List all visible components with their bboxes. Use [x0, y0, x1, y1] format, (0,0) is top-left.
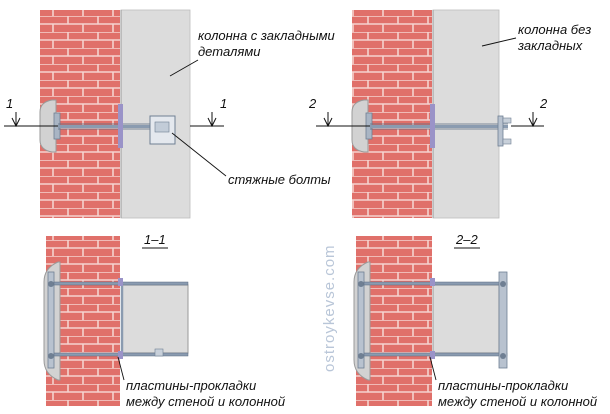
- section-title-2-2: 2–2: [455, 232, 478, 247]
- label-pads-left-2: между стеной и колонной: [126, 394, 285, 409]
- watermark: ostroykevse.com: [321, 244, 338, 372]
- tie-bolt-rod: [58, 125, 163, 128]
- spacer-plate: [118, 104, 123, 148]
- label-pads-right-1: пластины-прокладки: [438, 378, 568, 393]
- elevation-1: 1 1: [4, 9, 227, 219]
- leader-pads-left: [117, 356, 125, 381]
- leader-column-2: [481, 37, 517, 47]
- leader-column-1: [169, 59, 199, 77]
- label-pads-left-1: пластины-прокладки: [126, 378, 256, 393]
- label-tie-bolts: стяжные болты: [228, 172, 331, 187]
- leader-pads-right: [429, 356, 437, 381]
- section-title-1-1: 1–1: [144, 232, 166, 247]
- column-with-embedded-parts: [120, 9, 191, 219]
- anchor-plate: [47, 271, 55, 369]
- nut: [154, 348, 164, 357]
- cut-mark-1-left: 1: [6, 96, 13, 111]
- cut-mark-1-right: 1: [220, 96, 227, 111]
- label-column-without-parts-1: колонна без: [518, 22, 591, 37]
- tie-bolt-rod-top: [363, 281, 508, 286]
- tie-bolt-rod-bottom: [363, 352, 508, 357]
- outer-clamp-plate: [498, 271, 508, 369]
- elevation-2: 2 2: [308, 9, 548, 219]
- cut-mark-2-right: 2: [539, 96, 548, 111]
- section-2-2: [353, 236, 508, 406]
- spacer-plate: [430, 104, 435, 148]
- column-section: [432, 284, 500, 354]
- label-pads-right-2: между стеной и колонной: [438, 394, 597, 409]
- label-column-without-parts-2: закладных: [517, 38, 583, 53]
- outer-clamp-plate: [497, 115, 504, 147]
- spacer-plate-top: [118, 278, 123, 286]
- anchor-plate: [357, 271, 365, 369]
- cut-mark-2-left: 2: [308, 96, 317, 111]
- label-column-with-parts-2: деталями: [198, 44, 260, 59]
- spacer-plate-top: [430, 278, 435, 286]
- column-section: [121, 284, 189, 354]
- tie-bolt-rod: [370, 125, 508, 128]
- section-1-1: [43, 236, 189, 406]
- spacer-plate-bottom: [430, 351, 435, 359]
- label-column-with-parts-1: колонна с закладными: [198, 28, 335, 43]
- spacer-plate-bottom: [118, 351, 123, 359]
- column-without-embedded-parts: [432, 9, 500, 219]
- leader-tie-bolts: [171, 132, 227, 177]
